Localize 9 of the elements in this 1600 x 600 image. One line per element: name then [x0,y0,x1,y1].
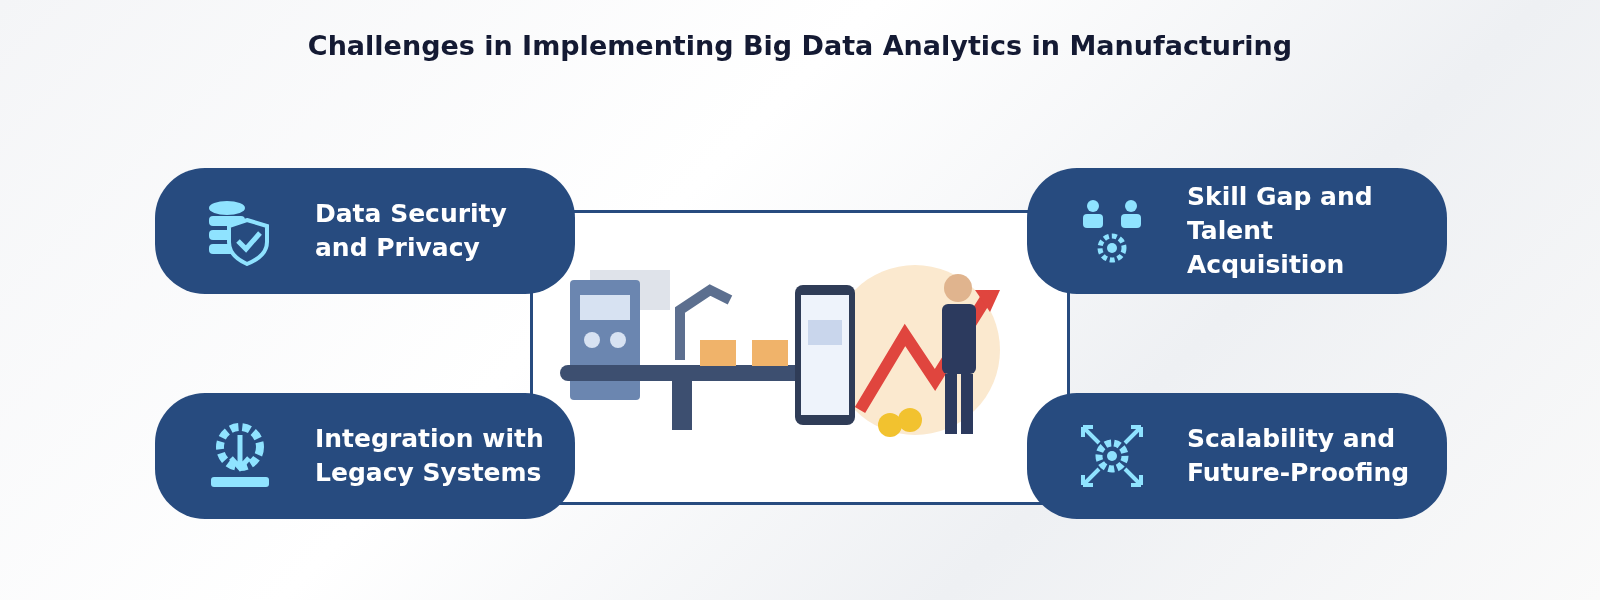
challenge-pill [1027,168,1447,294]
challenge-pill [1027,393,1447,519]
challenge-label: Scalability and Future-Proofing [1187,423,1411,489]
challenge-pill [155,393,575,519]
challenge-pill [155,168,575,294]
challenge-label: Data Security and Privacy [315,198,508,264]
challenge-label: Skill Gap and Talent Acquisition [1187,181,1374,281]
title: Challenges in Implementing Big Data Analytics in Manufacturing [307,30,1293,61]
challenge-label: Integration with Legacy Systems [315,423,545,489]
